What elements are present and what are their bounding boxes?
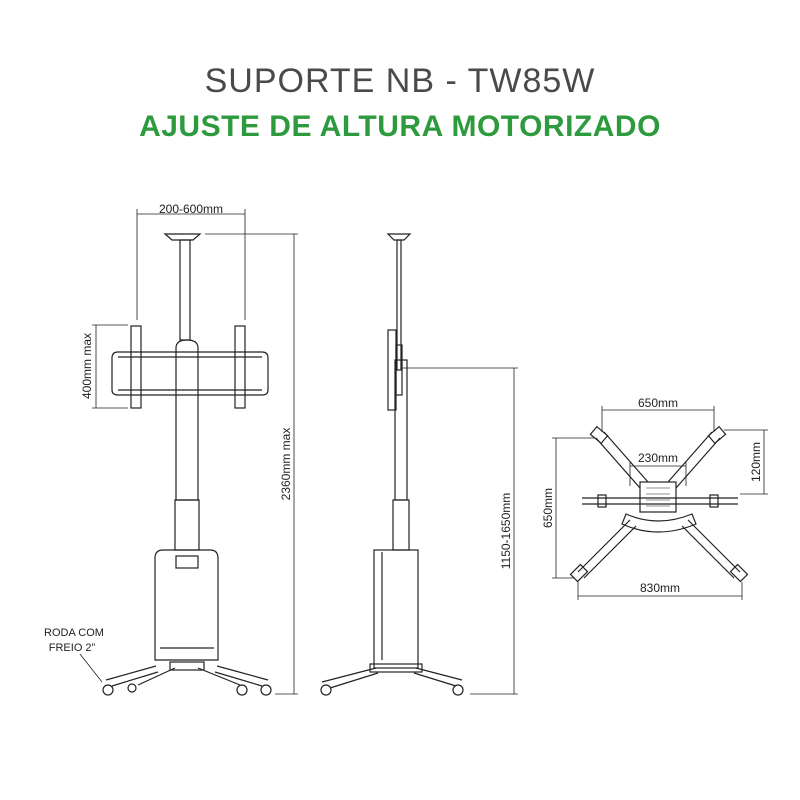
top-view bbox=[552, 406, 768, 600]
top-dim-top-lines bbox=[601, 406, 715, 432]
top-dim-right-lines bbox=[724, 429, 768, 495]
side-motor-housing bbox=[373, 549, 419, 669]
top-bar-clamp-left bbox=[597, 494, 607, 508]
front-dim-right-label: 2360mm max bbox=[279, 428, 293, 501]
top-housing bbox=[621, 513, 697, 533]
top-dim-inner-label: 230mm bbox=[638, 451, 678, 465]
front-wheel-4 bbox=[260, 684, 272, 696]
top-arm-cap-ur bbox=[707, 425, 727, 445]
front-base-hub bbox=[169, 661, 205, 671]
side-dim-right-lines bbox=[402, 367, 518, 695]
top-arm-lower-left bbox=[577, 519, 637, 579]
top-bar-clamp-right bbox=[709, 494, 719, 508]
side-bracket-clamp bbox=[395, 344, 403, 396]
top-arm-lower-right bbox=[681, 519, 741, 579]
top-arm-upper-right bbox=[667, 431, 721, 489]
top-arm-cap-ll bbox=[569, 563, 589, 583]
top-center-box bbox=[639, 481, 677, 513]
top-dim-left-lines bbox=[552, 437, 594, 579]
front-bracket-bars bbox=[118, 351, 262, 396]
top-dim-left-label: 650mm bbox=[541, 488, 555, 528]
front-dim-right-lines bbox=[205, 233, 298, 695]
wheel-label-line-1: RODA COM bbox=[44, 627, 104, 639]
top-arm-upper-left bbox=[595, 431, 649, 489]
side-view bbox=[320, 233, 518, 696]
front-inner-pole bbox=[179, 239, 191, 341]
front-column-lower bbox=[174, 499, 200, 551]
front-vesa-arm-right bbox=[234, 325, 246, 409]
page-subtitle: AJUSTE DE ALTURA MOTORIZADO bbox=[139, 110, 661, 143]
top-dim-top-label: 650mm bbox=[638, 396, 678, 410]
side-wheel-1 bbox=[320, 684, 332, 696]
top-dim-bottom-label: 830mm bbox=[640, 581, 680, 595]
side-top-plate bbox=[386, 233, 412, 241]
top-dim-inner-lines bbox=[629, 462, 687, 486]
side-dim-right-label: 1150-1650mm bbox=[499, 493, 513, 570]
front-control-box bbox=[175, 555, 199, 569]
front-dim-left-lines bbox=[92, 324, 128, 409]
top-arm-cap-ul bbox=[589, 425, 609, 445]
front-view bbox=[79, 209, 298, 696]
front-top-plate bbox=[163, 233, 202, 241]
top-horizontal-bar bbox=[582, 497, 738, 505]
front-dim-top-lines bbox=[136, 209, 246, 320]
top-center-grid bbox=[646, 487, 670, 507]
front-wheel-1 bbox=[102, 684, 114, 696]
side-column-lower bbox=[392, 499, 410, 551]
wheel-label-line-2: FREIO 2” bbox=[49, 642, 96, 654]
front-column-upper bbox=[175, 339, 199, 501]
top-arm-cap-lr bbox=[729, 563, 749, 583]
front-motor-housing bbox=[154, 549, 219, 661]
top-dim-bottom-lines bbox=[577, 582, 743, 600]
front-dim-top-label: 200-600mm bbox=[159, 202, 223, 216]
front-base-legs bbox=[105, 665, 269, 687]
side-base-legs bbox=[321, 667, 463, 689]
front-bracket-right-curve bbox=[261, 351, 269, 396]
front-bracket-left-curve bbox=[111, 351, 119, 396]
side-inner-pole bbox=[396, 239, 402, 371]
front-wheel-3 bbox=[236, 684, 248, 696]
side-column-upper bbox=[394, 359, 408, 501]
front-dim-left-label: 400mm max bbox=[80, 333, 94, 399]
wheel-leader-line bbox=[79, 653, 103, 683]
front-vesa-arm-left bbox=[130, 325, 142, 409]
side-base-hub bbox=[369, 663, 423, 673]
front-wheel-2 bbox=[127, 683, 137, 693]
page-title: SUPORTE NB - TW85W bbox=[204, 62, 596, 100]
top-dim-right-label: 120mm bbox=[749, 442, 763, 482]
side-wheel-2 bbox=[452, 684, 464, 696]
